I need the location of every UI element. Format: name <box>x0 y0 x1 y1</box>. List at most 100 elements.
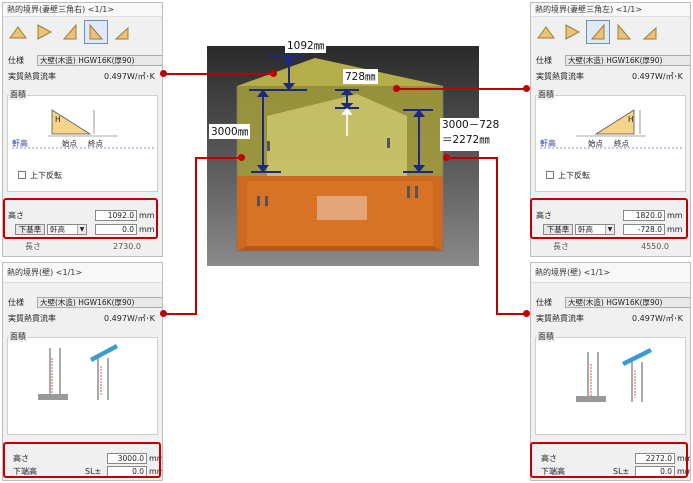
house-model <box>236 58 444 252</box>
flip-checkbox[interactable] <box>546 171 554 179</box>
ua-unit: W/㎡･K <box>655 72 683 81</box>
half-triangle-right-button[interactable] <box>84 20 108 44</box>
ua-label: 実質熱貫流率 <box>8 72 56 81</box>
triangle-up-button[interactable] <box>534 20 558 44</box>
half-triangle-left-button[interactable] <box>586 20 610 44</box>
panel-title: 熱的境界(妻壁三角右) <1/1> <box>3 3 162 17</box>
wire-bottom-right-v <box>496 157 498 314</box>
height-unit: mm <box>677 454 690 463</box>
eave-label: 軒高 <box>540 139 556 148</box>
wire-dot-top-left-model <box>270 70 277 77</box>
triangle-up-button[interactable] <box>6 20 30 44</box>
half-triangle-left-icon <box>62 24 77 40</box>
sl-label: SL± <box>613 467 630 476</box>
dim-label-3000: 3000㎜ <box>209 124 251 139</box>
base-button[interactable]: 下基準 <box>15 224 45 235</box>
wire-dot-bottom-right-model <box>443 154 450 161</box>
slope-triangle-icon <box>642 26 657 40</box>
wire-dot-top-left-panel <box>160 70 167 77</box>
ua-value: 0.497 <box>104 314 127 323</box>
ua-row: 実質熱貫流率 0.497 W/㎡･K <box>531 313 690 325</box>
height-unit: mm <box>667 211 683 220</box>
spec-row: 仕様 大壁(木造) HGW16K(厚90) <box>531 55 690 67</box>
wall-left-highlight <box>3 442 161 478</box>
bottom-label: 下端高 <box>13 467 37 476</box>
ua-label: 実質熱貫流率 <box>536 72 584 81</box>
offset-unit: mm <box>139 225 155 234</box>
height-row: 高さ <box>531 453 690 465</box>
height-input[interactable]: 2272.0 <box>635 453 675 464</box>
spec-label: 仕様 <box>536 298 552 307</box>
slope-triangle-button[interactable] <box>638 20 662 44</box>
spec-row: 仕様 大壁(木造) HGW16K(厚90) <box>3 55 162 67</box>
ua-unit: W/㎡･K <box>127 314 155 323</box>
height-input[interactable]: 1092.0 <box>95 210 137 221</box>
wire-bottom-right-h2 <box>496 313 526 315</box>
area-group <box>7 337 158 435</box>
triangle-right-button[interactable] <box>32 20 56 44</box>
diagram-end-label: 終点 <box>614 139 629 148</box>
spec-label: 仕様 <box>536 56 552 65</box>
spec-field[interactable]: 大壁(木造) HGW16K(厚90) <box>565 55 690 66</box>
half-triangle-right-button[interactable] <box>612 20 636 44</box>
gable-left-highlight <box>530 198 688 239</box>
ua-row: 実質熱貫流率 0.497 W/㎡･K <box>531 71 690 83</box>
half-triangle-right-icon <box>89 24 104 40</box>
flip-checkbox[interactable] <box>18 171 26 179</box>
spec-field[interactable]: 大壁(木造) HGW16K(厚90) <box>37 55 162 66</box>
half-triangle-right-icon <box>617 24 632 40</box>
chevron-down-icon: ▼ <box>605 225 614 234</box>
gable-left-panel: 熱的境界(妻壁三角左) <1/1> 仕様 大壁(木造) HGW16K(厚90) … <box>530 2 691 257</box>
half-triangle-left-icon <box>590 24 605 40</box>
gable-right-highlight <box>3 198 158 239</box>
wall-section-diagram <box>38 344 118 400</box>
dimension-arrows <box>249 55 433 173</box>
diagram-h-label: H <box>628 115 634 124</box>
dim-label-1092: 1092㎜ <box>285 38 327 53</box>
base-select[interactable]: 軒高 ▼ <box>47 224 87 235</box>
panel-title: 熱的境界(壁) <1/1> <box>3 263 162 283</box>
flip-label: 上下反転 <box>558 171 590 180</box>
bottom-row: 下端高 SL± <box>531 466 690 478</box>
height-input[interactable]: 3000.0 <box>107 453 147 464</box>
spec-label: 仕様 <box>8 56 24 65</box>
spec-row: 仕様 大壁(木造) HGW16K(厚90) <box>3 297 162 309</box>
base-button[interactable]: 下基準 <box>543 224 573 235</box>
shape-toolbar <box>531 17 690 51</box>
triangle-up-icon <box>9 26 27 39</box>
shape-toolbar <box>3 17 162 51</box>
offset-input[interactable]: -728.0 <box>623 224 665 235</box>
half-triangle-left-button[interactable] <box>58 20 82 44</box>
base-select[interactable]: 軒高 ▼ <box>575 224 615 235</box>
cut-value: 2730.0 <box>113 242 141 251</box>
offset-input[interactable]: 0.0 <box>95 224 137 235</box>
offset-unit: mm <box>667 225 683 234</box>
wire-bottom-right-h1 <box>446 157 498 159</box>
dim-calc-line2: ＝2272㎜ <box>442 134 490 146</box>
area-label: 面積 <box>537 331 555 342</box>
diagram-start-label: 始点 <box>588 139 603 148</box>
height-row: 高さ <box>3 210 162 222</box>
wire-dot-bottom-left-model <box>238 154 245 161</box>
cut-value: 4550.0 <box>641 242 669 251</box>
panel-title: 熱的境界(壁) <1/1> <box>531 263 690 283</box>
height-label: 高さ <box>541 454 557 463</box>
wire-bottom-left-v <box>195 157 197 314</box>
cut-label: 長さ <box>553 242 569 251</box>
height-label: 高さ <box>8 211 24 220</box>
area-group <box>535 337 686 435</box>
height-input[interactable]: 1820.0 <box>623 210 665 221</box>
panel-title: 熱的境界(妻壁三角左) <1/1> <box>531 3 690 17</box>
ua-value: 0.497 <box>632 72 655 81</box>
triangle-right-button[interactable] <box>560 20 584 44</box>
wall-right-panel: 熱的境界(壁) <1/1> 仕様 大壁(木造) HGW16K(厚90) 実質熱貫… <box>530 262 691 481</box>
ua-label: 実質熱貫流率 <box>8 314 56 323</box>
wire-dot-bottom-right-panel <box>523 310 530 317</box>
triangle-right-icon <box>37 24 52 40</box>
diagram-end-label: 終点 <box>88 139 103 148</box>
spec-field[interactable]: 大壁(木造) HGW16K(厚90) <box>565 297 690 308</box>
spec-field[interactable]: 大壁(木造) HGW16K(厚90) <box>37 297 162 308</box>
base-select-value: 軒高 <box>50 225 65 234</box>
slope-triangle-button[interactable] <box>110 20 134 44</box>
diagram-start-label: 始点 <box>62 139 77 148</box>
